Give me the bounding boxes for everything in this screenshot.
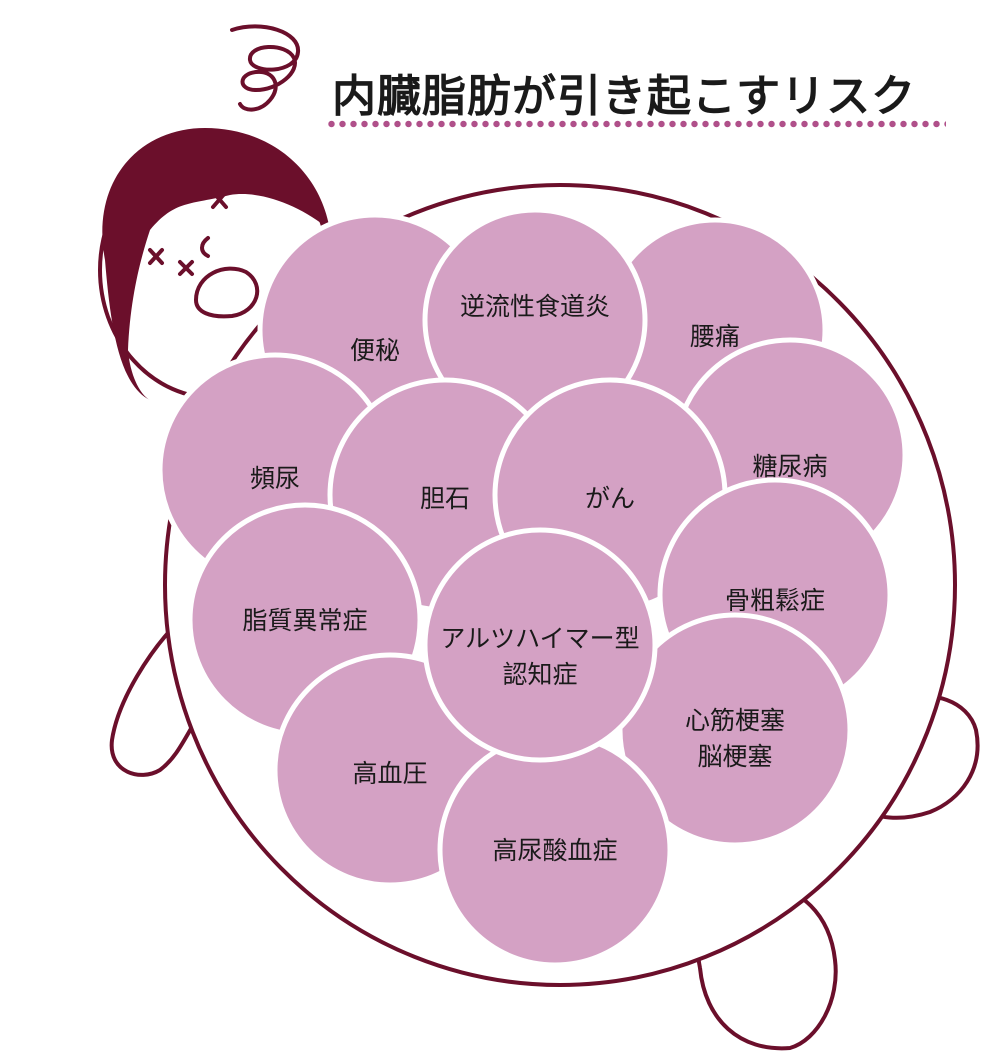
cheek-icon [193,266,260,319]
page-title: 内臓脂肪が引き起こすリスク [332,71,917,122]
risk-label: 糖尿病 [752,452,827,481]
risk-label: 高血圧 [352,759,427,788]
title-dotted-underline [326,120,946,128]
risk-label: がん [585,484,635,513]
risk-bubble-hyperuricemia: 高尿酸血症 [437,732,673,968]
dizzy-eyes-icon [148,190,228,276]
risk-label: アルツハイマー型 [440,624,639,653]
hair [102,128,331,400]
mouth-icon [200,236,210,258]
risk-label-line2: 認知症 [502,660,577,689]
risk-label: 骨粗鬆症 [725,586,825,615]
risk-label: 脂質異常症 [242,606,367,635]
risk-bubble-circle [422,527,658,763]
risk-label: 心筋梗塞 [685,706,785,735]
risk-label: 頻尿 [250,464,300,493]
dizzy-swirl-icon [230,24,300,112]
risk-label: 胆石 [420,484,470,513]
risk-label-line2: 脳梗塞 [697,742,772,771]
risk-label: 高尿酸血症 [492,836,617,865]
risk-label: 逆流性食道炎 [460,292,610,321]
risk-label: 腰痛 [690,322,740,351]
risk-label: 便秘 [350,336,400,365]
